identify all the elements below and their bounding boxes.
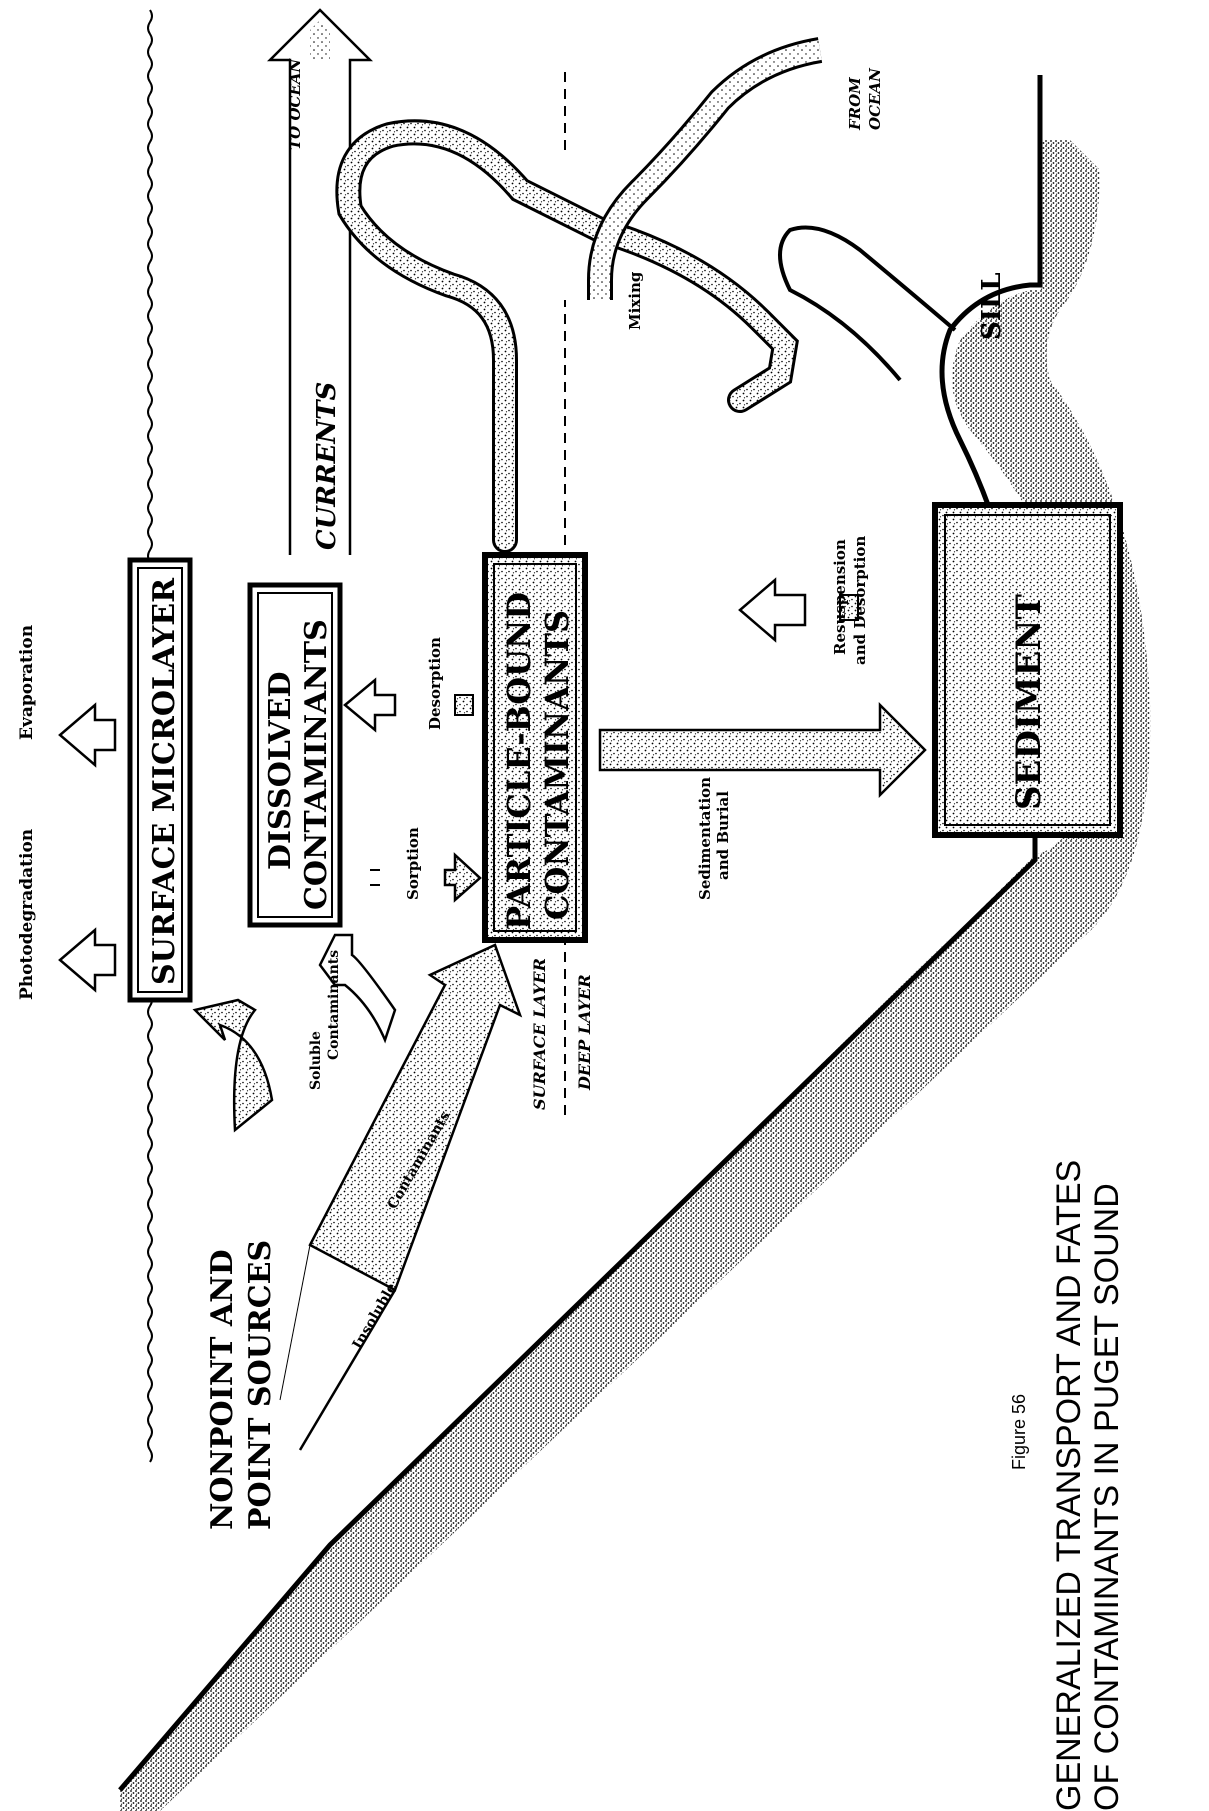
label-surface-microlayer: SURFACE MICROLAYER [147,577,182,985]
label-sources-2: POINT SOURCES [243,1240,278,1530]
label-sediment: SEDIMENT [1009,594,1049,810]
label-sources-1: NONPOINT AND [205,1249,240,1530]
sill-inner-line [780,228,955,381]
label-dissolved-2: CONTAMINANTS [299,619,334,910]
figure-title-line-1: GENERALIZED TRANSPORT AND FATES [1050,1160,1088,1811]
label-to-ocean: TO OCEAN [286,57,304,150]
label-particle-2: CONTAMINANTS [538,610,576,920]
label-resuspension-1: Resuspension [831,539,849,655]
label-soluble-2: Contaminants [326,950,342,1060]
label-surface-layer: SURFACE LAYER [530,958,549,1110]
label-insoluble-1: Insoluble [350,1280,401,1352]
figure-number: Figure 56 [1009,1394,1029,1470]
label-particle-1: PARTICLE-BOUND [500,592,538,930]
photodegradation-arrow [60,930,115,990]
label-currents: CURRENTS [312,382,342,550]
label-sedimentation-1: Sedimentation [696,777,714,900]
source-to-microlayer-arrow [195,1000,272,1130]
label-sill: SILL [977,272,1007,340]
label-from-ocean-2: OCEAN [866,67,884,130]
sorption-arrow [445,855,480,900]
label-mixing: Mixing [626,271,644,330]
mixing-loop [348,132,785,540]
label-from-ocean-1: FROM [846,77,864,131]
label-photodegradation: Photodegradation [17,829,37,1000]
evaporation-arrow [60,705,115,765]
label-sedimentation-2: and Burial [714,791,732,880]
label-desorption: Desorption [426,637,444,730]
seafloor-basin [120,140,1150,1811]
label-deep-layer: DEEP LAYER [575,974,594,1091]
desorption-arrow [345,680,395,730]
label-dissolved-1: DISSOLVED [263,671,298,870]
figure-title-line-2: OF CONTAMINANTS IN PUGET SOUND [1088,1183,1126,1811]
sedimentation-arrow [600,705,925,795]
label-resuspension-2: and Desorption [851,536,869,665]
label-evaporation: Evaporation [17,625,37,740]
resuspension-arrow [740,580,805,640]
from-ocean-channel [600,50,820,300]
label-sorption: Sorption [404,827,422,900]
label-soluble-1: Soluble [308,1031,324,1090]
